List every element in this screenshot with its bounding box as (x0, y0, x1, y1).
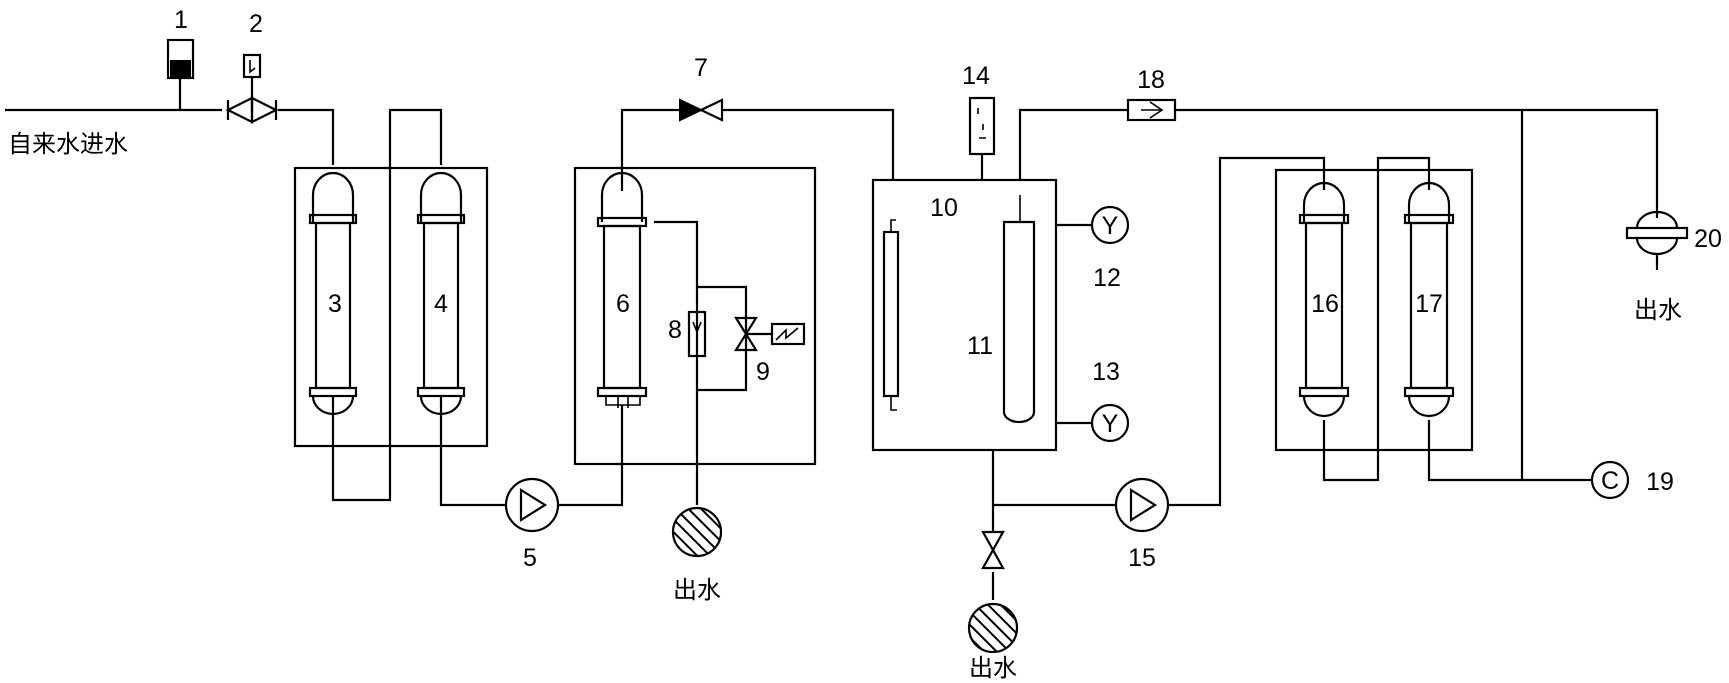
outlet-label-tank: 出水 (969, 654, 1017, 682)
check-valve-7 (679, 98, 724, 122)
label-7: 7 (694, 54, 708, 82)
flowmeter-14 (968, 96, 996, 156)
polishing-column-17 (1403, 181, 1455, 418)
membrane-module-6 (596, 171, 648, 408)
flow-sensor-18 (1126, 98, 1177, 122)
dosing-tank (166, 38, 195, 80)
label-2: 2 (249, 10, 263, 38)
label-19: 19 (1646, 468, 1674, 496)
filter-column-4 (416, 171, 466, 416)
label-12: 12 (1093, 264, 1121, 292)
label-11: 11 (967, 332, 993, 360)
membrane-housing (573, 166, 817, 466)
inlet-solenoid-valve (225, 53, 279, 124)
tank-drain-valve (981, 530, 1005, 570)
conductivity-symbol: C (1601, 467, 1619, 495)
label-4: 4 (434, 290, 448, 318)
solenoid-valve-9 (734, 316, 806, 352)
label-10: 10 (930, 194, 958, 222)
outlet-label-final: 出水 (1634, 296, 1682, 324)
label-3: 3 (328, 290, 342, 318)
filter-column-3 (308, 171, 358, 416)
water-tank (871, 178, 1058, 452)
label-6: 6 (616, 290, 630, 318)
label-14: 14 (962, 62, 990, 90)
filter-housing-right (1274, 168, 1474, 452)
drain-outlet-tank (967, 602, 1019, 654)
label-15: 15 (1128, 544, 1156, 572)
gauge-12: Y (1090, 205, 1130, 245)
flowmeter-8 (687, 310, 707, 358)
level-switch (882, 219, 900, 411)
drain-outlet-membrane (671, 506, 723, 558)
inlet-label: 自来水进水 (8, 130, 128, 158)
gauge-13-symbol: Y (1102, 410, 1119, 438)
booster-pump-5 (504, 477, 560, 533)
outlet-label-membrane: 出水 (673, 576, 721, 604)
circulation-pump-15 (1114, 477, 1170, 533)
uv-lamp-probe-11 (1002, 195, 1036, 424)
label-9: 9 (756, 358, 770, 386)
label-20: 20 (1694, 225, 1722, 253)
label-16: 16 (1311, 290, 1339, 318)
conductivity-meter-19: C (1590, 460, 1630, 500)
label-18: 18 (1137, 66, 1165, 94)
gauge-13: Y (1090, 403, 1130, 443)
label-17: 17 (1415, 290, 1443, 318)
piping (5, 78, 1659, 600)
label-13: 13 (1092, 358, 1120, 386)
gauge-12-symbol: Y (1102, 212, 1119, 240)
label-8: 8 (668, 316, 682, 344)
label-1: 1 (174, 6, 188, 34)
terminal-filter-20 (1625, 210, 1689, 256)
label-5: 5 (523, 544, 537, 572)
filter-housing-left (293, 166, 489, 448)
polishing-column-16 (1298, 181, 1350, 418)
